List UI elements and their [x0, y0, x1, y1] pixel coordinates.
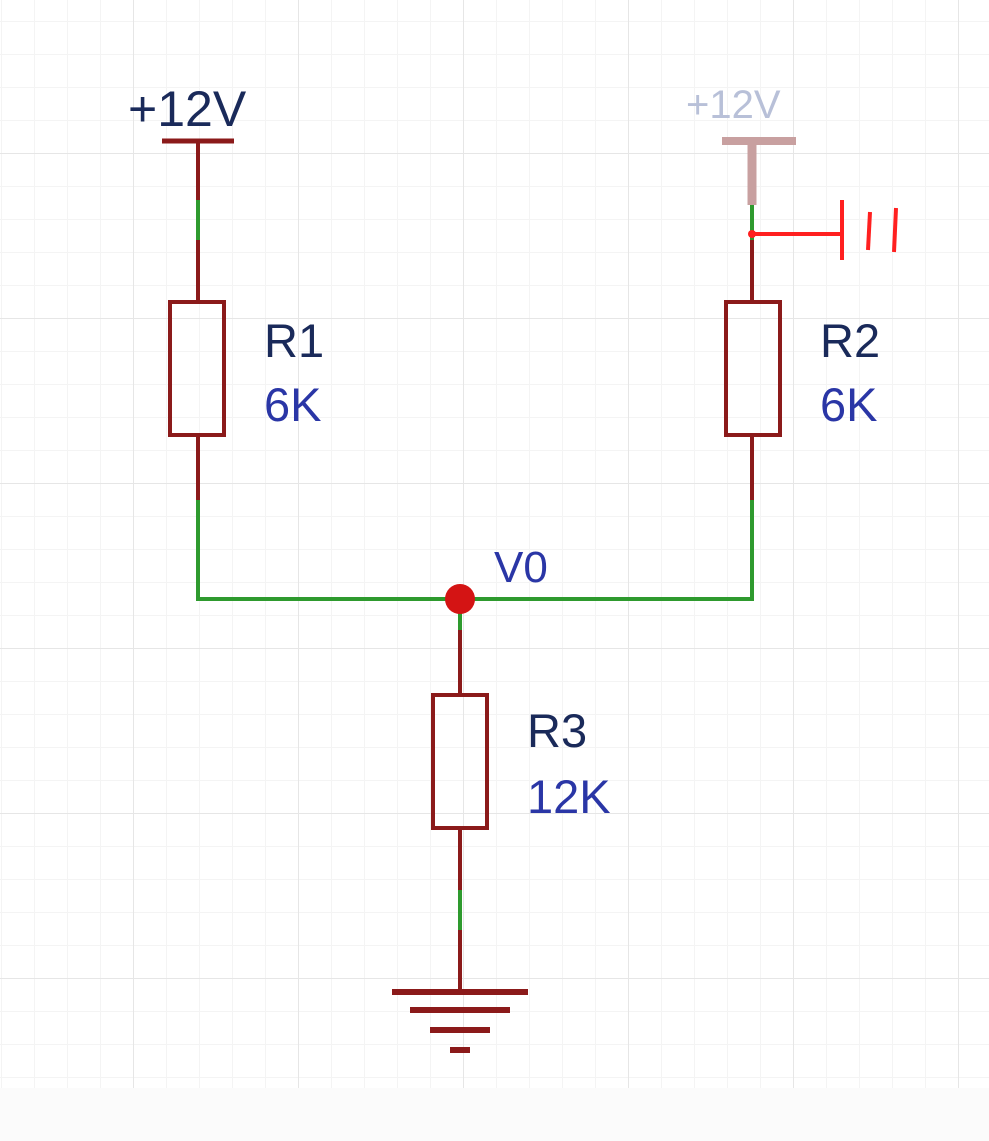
annotation-mark-3 [892, 207, 898, 253]
red-annotation [748, 200, 898, 260]
wire-top-net [196, 500, 754, 601]
supply-left: +12V [128, 81, 247, 300]
resistor-r1-body [168, 300, 226, 437]
annotation-mark-2 [866, 211, 872, 251]
junction-dot [445, 584, 475, 614]
supply-right-label: +12V [686, 83, 781, 127]
node-label: V0 [494, 543, 548, 592]
resistor-r1: R1 6K [168, 300, 324, 500]
ground-icon [392, 989, 528, 1053]
resistor-r3-body [431, 693, 489, 830]
resistor-r1-name: R1 [264, 314, 324, 367]
resistor-r2-value: 6K [820, 378, 878, 431]
resistor-r2: R2 6K [724, 300, 880, 500]
wires [196, 500, 754, 640]
supply-right: +12V [686, 83, 796, 300]
resistor-r3-value: 12K [527, 770, 611, 823]
resistor-r2-body [724, 300, 782, 437]
resistor-r3-name: R3 [527, 704, 587, 757]
resistor-r3: R3 12K [431, 630, 611, 990]
resistor-r2-name: R2 [820, 314, 880, 367]
node-v0: V0 [445, 543, 548, 614]
canvas-bottom-strip [0, 1088, 989, 1141]
resistor-r1-value: 6K [264, 378, 322, 431]
supply-left-label: +12V [128, 81, 247, 137]
